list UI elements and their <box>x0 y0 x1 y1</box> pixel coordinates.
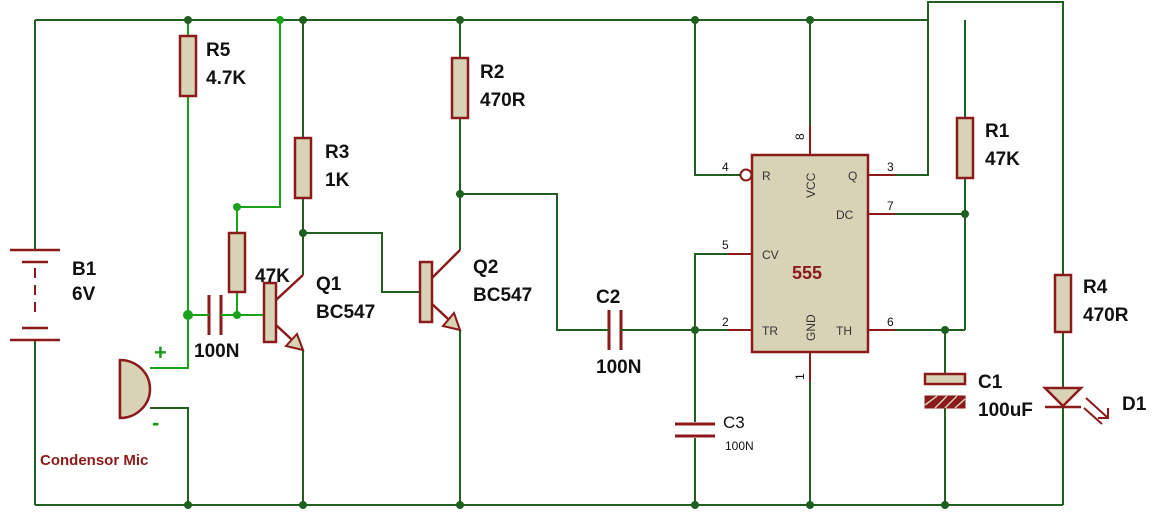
resistor-rb <box>227 231 247 294</box>
cin-value: 100N <box>194 341 239 362</box>
pin-number-8: 8 <box>793 133 807 140</box>
resistor-r2 <box>450 56 470 120</box>
r1-value: 47K <box>985 149 1020 170</box>
c1-value: 100uF <box>978 400 1033 421</box>
c2-reference: C2 <box>596 287 620 308</box>
rb-feed-wire <box>237 20 281 208</box>
pin-label-vcc: VCC <box>804 172 818 198</box>
q2-emitter-arrow <box>441 311 462 332</box>
q2-collector-to-c2 <box>460 193 605 331</box>
r2-value: 470R <box>480 90 526 111</box>
junction-dot <box>183 310 193 320</box>
c3-reference: C3 <box>723 413 745 432</box>
b1-reference: B1 <box>72 259 97 280</box>
r4-reference: R4 <box>1083 277 1108 298</box>
resistor-r4 <box>1053 273 1073 334</box>
transistor-q1 <box>262 274 305 352</box>
b1-value: 6V <box>72 284 96 305</box>
q-pin-wire <box>868 20 929 176</box>
pin-number-1: 1 <box>793 373 807 380</box>
capacitor-input <box>207 295 223 335</box>
r1-reference: R1 <box>985 121 1010 142</box>
c3-value: 100N <box>725 439 754 453</box>
q1-reference: Q1 <box>316 274 342 295</box>
junction-dot <box>299 16 307 24</box>
junction-dot <box>691 501 699 509</box>
junction-dot <box>456 16 464 24</box>
capacitor-c2 <box>607 310 623 350</box>
r5-bottom-wire <box>150 96 189 369</box>
transistor-q2 <box>418 249 462 332</box>
mic-label: Condensor Mic <box>40 452 148 469</box>
r5-reference: R5 <box>206 40 231 61</box>
junction-dot <box>456 190 464 198</box>
pin-label-dc: DC <box>836 208 854 222</box>
ic-name: 555 <box>792 263 822 283</box>
junction-dot <box>806 501 814 509</box>
ic-555 <box>728 125 895 382</box>
pin-label-tr: TR <box>762 324 778 338</box>
q2-value: BC547 <box>473 285 532 306</box>
condenser-mic <box>118 358 152 420</box>
r3-reference: R3 <box>325 142 349 163</box>
q1-base-to-q2-wire <box>303 232 420 293</box>
c1-reference: C1 <box>978 372 1003 393</box>
mic-plus-sign: + <box>154 340 167 365</box>
junction-dots <box>183 16 969 509</box>
resistor-r3 <box>293 136 313 200</box>
led-d1 <box>1041 386 1109 425</box>
junction-dot <box>961 210 969 218</box>
pin-label-cv: CV <box>762 248 779 262</box>
pin-number-3: 3 <box>887 160 894 174</box>
pin-number-2: 2 <box>722 315 729 329</box>
q2-reference: Q2 <box>473 257 498 278</box>
resistor-r1 <box>955 116 975 180</box>
pin-number-7: 7 <box>887 199 894 213</box>
r3-value: 1K <box>325 170 350 191</box>
junction-dot <box>691 326 699 334</box>
junction-dot <box>184 16 192 24</box>
junction-dot <box>233 203 241 211</box>
top-rail-right <box>927 1 1064 275</box>
reset-line <box>694 20 740 176</box>
mic-minus-wire <box>150 407 189 505</box>
q1-emitter-arrow <box>284 332 305 352</box>
junction-dot <box>299 501 307 509</box>
r5-value: 4.7K <box>206 68 246 89</box>
junction-dot <box>184 501 192 509</box>
junction-dot <box>941 326 949 334</box>
r2-reference: R2 <box>480 62 504 83</box>
pin-label-th: TH <box>836 324 852 338</box>
d1-reference: D1 <box>1122 394 1147 415</box>
pin-number-4: 4 <box>722 160 729 174</box>
q1-value: BC547 <box>316 302 375 323</box>
pin-number-6: 6 <box>887 315 894 329</box>
capacitor-c3 <box>675 422 715 438</box>
pin-label-gnd: GND <box>804 314 818 341</box>
resistor-r5 <box>178 34 198 98</box>
junction-dot <box>233 311 241 319</box>
capacitor-c1 <box>923 372 967 409</box>
battery-b1 <box>10 248 60 342</box>
junction-dot <box>941 501 949 509</box>
c2-value: 100N <box>596 357 641 378</box>
junction-dot <box>691 16 699 24</box>
junction-dot <box>299 229 307 237</box>
mic-minus-sign: - <box>152 410 159 435</box>
pin-label-r: R <box>762 169 771 183</box>
r4-value: 470R <box>1083 305 1129 326</box>
junction-dot <box>276 16 284 24</box>
pin-label-q: Q <box>848 169 857 183</box>
junction-dot <box>806 16 814 24</box>
pin-number-5: 5 <box>722 238 729 252</box>
junction-dot <box>456 501 464 509</box>
